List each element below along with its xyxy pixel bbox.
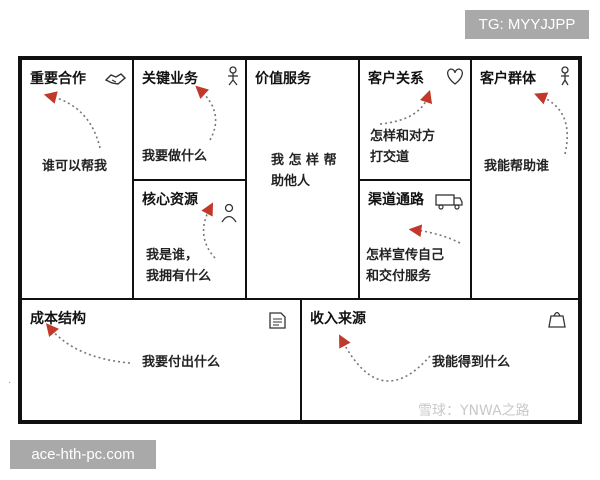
bottom-left-tag: ace-hth-pc.com [10,440,156,469]
cell-title: 关键业务 [142,71,198,87]
cell-title: 客户关系 [368,71,424,87]
handshake-icon [104,73,126,85]
cell-body-line: 我能得到什么 [432,355,511,370]
truck-icon [435,194,463,210]
cell-body-line: 我要做什么 [142,149,208,164]
cell-body-line: 怎样和对方 [370,129,436,144]
cell-body-line: 我拥有什么 [146,269,212,284]
margin-mark: · [8,378,12,389]
watermark: 雪球：YNWA之路 [418,403,530,419]
document-icon [269,312,286,329]
cell-body-line: 助他人 [271,174,311,189]
cell-key-resources: 核心资源 我是谁， 我拥有什么 [132,179,247,300]
worker-icon [228,66,238,86]
cell-body-line: 我能帮助谁 [484,159,550,174]
cell-body-line: 谁可以帮我 [42,159,108,174]
cell-body-line: 怎样宣传自己 [366,248,445,263]
heart-icon [447,68,463,85]
cell-title: 成本结构 [30,311,86,327]
cell-cost-structure: 成本结构 我要付出什么 [20,298,302,422]
cell-body-line: 和交付服务 [366,269,432,284]
business-model-canvas: 重要合作 谁可以帮我 关键业务 我要做什么 核心资源 我是谁， 我拥有什么 价值… [18,56,582,424]
cell-body-line: 我要付出什么 [142,355,221,370]
bag-icon [548,311,566,328]
cell-key-partners: 重要合作 谁可以帮我 [20,58,134,300]
cell-customer-relationships: 客户关系 怎样和对方 打交道 [358,58,472,181]
cell-title: 客户群体 [480,71,536,87]
person-icon [221,203,237,223]
cell-channels: 渠道通路 怎样宣传自己 和交付服务 [358,179,472,300]
cell-title: 核心资源 [142,192,198,208]
cell-value-propositions: 价值服务 我 怎 样 帮 助他人 [245,58,360,300]
cell-title: 价值服务 [255,71,311,87]
cell-title: 渠道通路 [368,192,424,208]
cell-key-activities: 关键业务 我要做什么 [132,58,247,181]
cell-title: 收入来源 [310,311,366,327]
cell-body-line: 我是谁， [146,248,199,263]
cell-body-line: 打交道 [370,150,410,165]
cell-customer-segments: 客户群体 我能帮助谁 [470,58,580,300]
figure-icon [561,66,569,86]
top-right-tag: TG: MYYJJPP [465,10,589,39]
cell-body-line: 我 怎 样 帮 [271,153,337,168]
cell-title: 重要合作 [30,71,86,87]
